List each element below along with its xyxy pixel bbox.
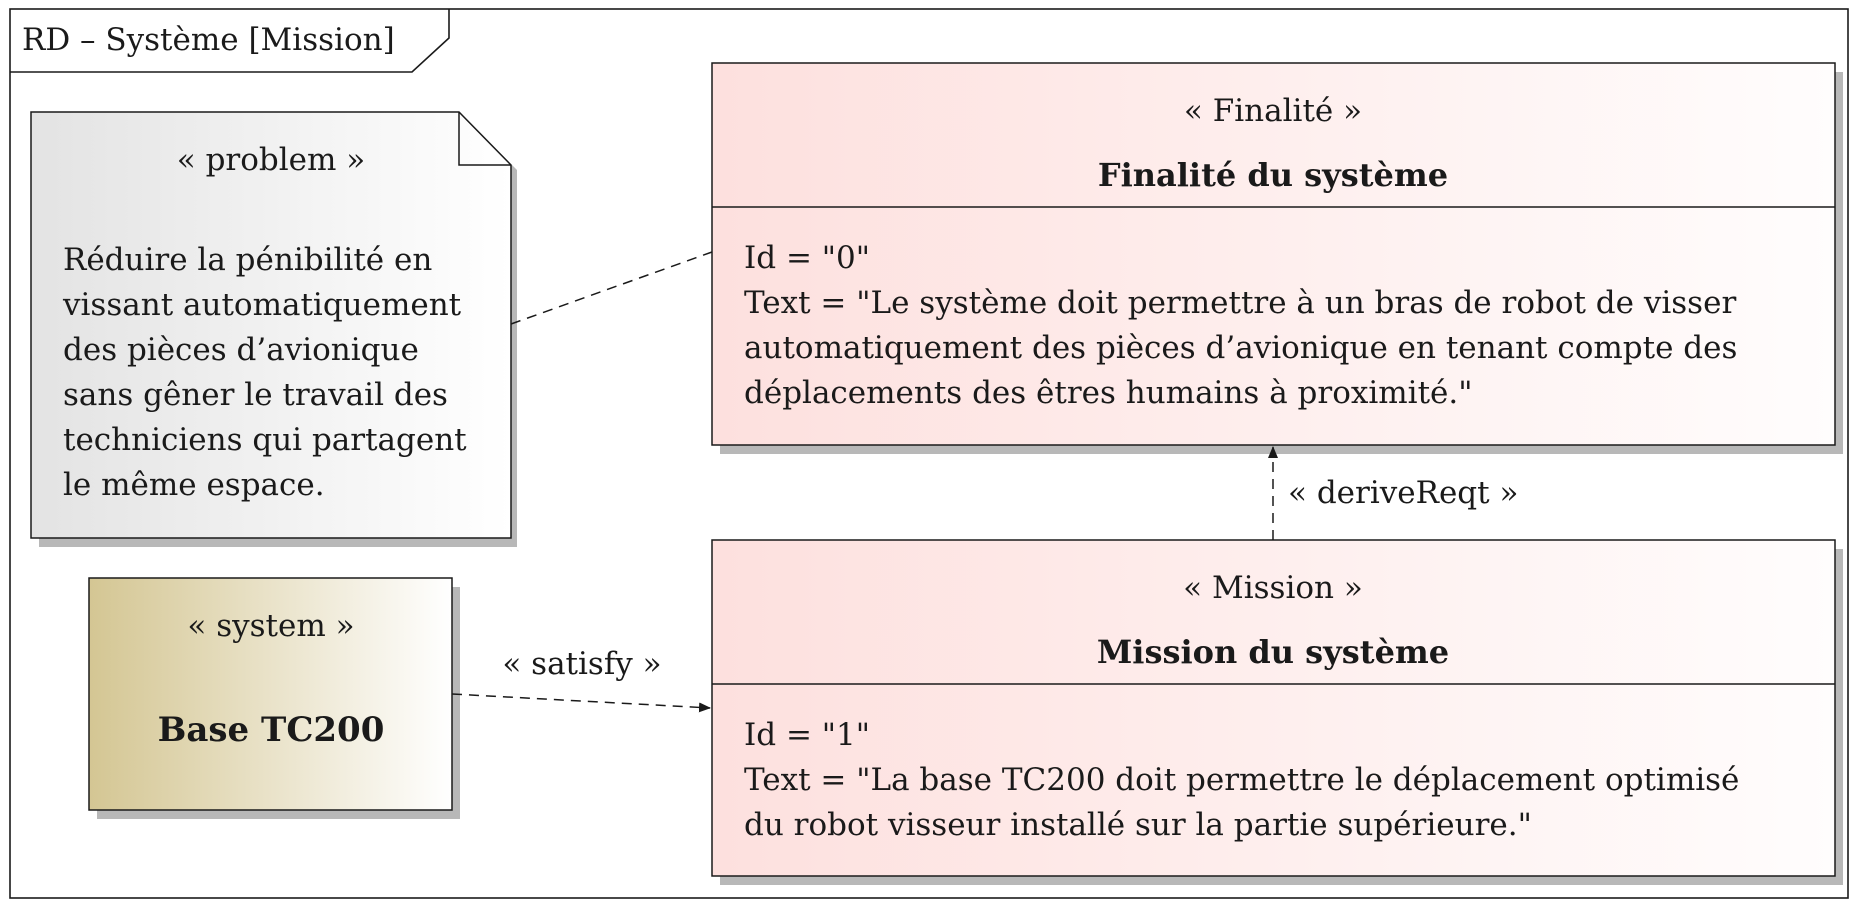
derive-label: « deriveReqt » (1288, 475, 1518, 511)
mission-stereotype: « Mission » (1183, 570, 1363, 606)
system-stereotype: « system » (187, 608, 354, 644)
problem-anchor-line (510, 251, 713, 325)
problem-line: Réduire la pénibilité en (63, 242, 432, 278)
problem-line: techniciens qui partagent (63, 422, 467, 458)
finalite-text-line: déplacements des êtres humains à proximi… (744, 375, 1473, 411)
problem-stereotype: « problem » (177, 142, 365, 178)
satisfy-arrow (451, 693, 711, 713)
satisfy-relation[interactable]: « satisfy » (451, 646, 711, 713)
system-name: Base TC200 (158, 710, 385, 750)
problem-line: le même espace. (63, 467, 325, 503)
mission-text-line: du robot visseur installé sur la partie … (744, 807, 1532, 843)
mission-id: Id = "1" (744, 717, 870, 753)
finalite-stereotype: « Finalité » (1184, 93, 1362, 129)
problem-line: sans gêner le travail des (63, 377, 448, 413)
satisfy-label: « satisfy » (502, 646, 661, 682)
mission-text-line: Text = "La base TC200 doit permettre le … (744, 762, 1739, 798)
finalite-id: Id = "0" (744, 240, 870, 276)
derive-relation[interactable]: « deriveReqt » (1268, 446, 1518, 540)
system-block[interactable]: « system » Base TC200 (88, 577, 460, 819)
finalite-text-line: automatiquement des pièces d’avionique e… (744, 330, 1737, 366)
requirement-finalite[interactable]: « Finalité » Finalité du système Id = "0… (711, 62, 1843, 454)
problem-line: des pièces d’avionique (63, 332, 419, 368)
problem-line: vissant automatiquement (62, 287, 462, 323)
frame-title: RD – Système [Mission] (22, 22, 395, 58)
problem-note[interactable]: « problem » Réduire la pénibilité en vis… (30, 111, 517, 547)
mission-name: Mission du système (1097, 633, 1449, 671)
finalite-text-line: Text = "Le système doit permettre à un b… (744, 285, 1736, 321)
requirement-mission[interactable]: « Mission » Mission du système Id = "1" … (711, 539, 1843, 885)
finalite-name: Finalité du système (1098, 156, 1448, 194)
